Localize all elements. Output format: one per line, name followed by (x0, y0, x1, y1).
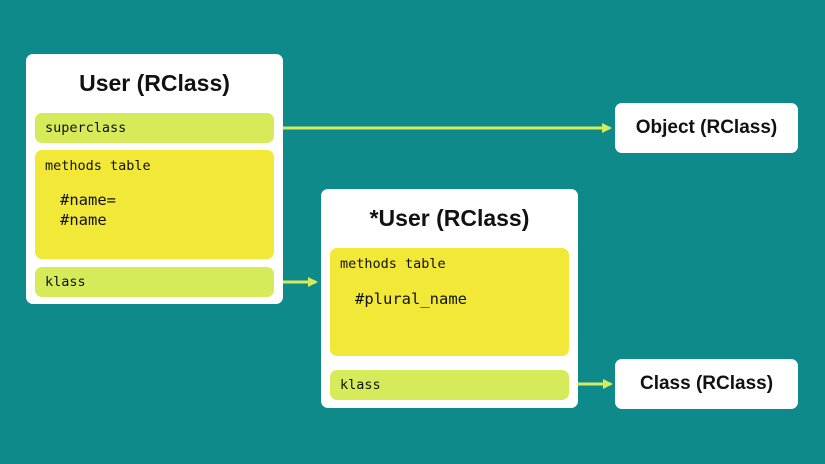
superclass-field: superclass (35, 113, 274, 143)
user-klass-label: klass (45, 274, 86, 290)
user-rclass-title: User (RClass) (79, 70, 230, 96)
object-rclass-box: Object (RClass) (615, 103, 798, 153)
class-rclass-title: Class (RClass) (639, 373, 774, 394)
singleton-klass-label: klass (340, 377, 381, 393)
singleton-methods-table-label: methods table (340, 256, 446, 272)
user-klass-field: klass (35, 267, 274, 297)
method-name-getter: #name (60, 211, 107, 229)
singleton-user-rclass-box: *User (RClass) methods table #plural_nam… (321, 189, 578, 408)
object-rclass-title: Object (RClass) (635, 117, 778, 138)
user-methods-table-label: methods table (45, 158, 151, 174)
superclass-label: superclass (45, 120, 127, 136)
user-methods-table: methods table #name= #name (35, 150, 274, 259)
method-plural-name: #plural_name (355, 290, 467, 308)
user-rclass-box: User (RClass) superclass methods table #… (26, 54, 283, 304)
method-name-setter: #name= (60, 191, 116, 209)
singleton-user-rclass-title: *User (RClass) (369, 205, 530, 231)
class-rclass-box: Class (RClass) (615, 359, 798, 409)
singleton-klass-field: klass (330, 370, 569, 400)
singleton-methods-table: methods table #plural_name (330, 248, 569, 356)
